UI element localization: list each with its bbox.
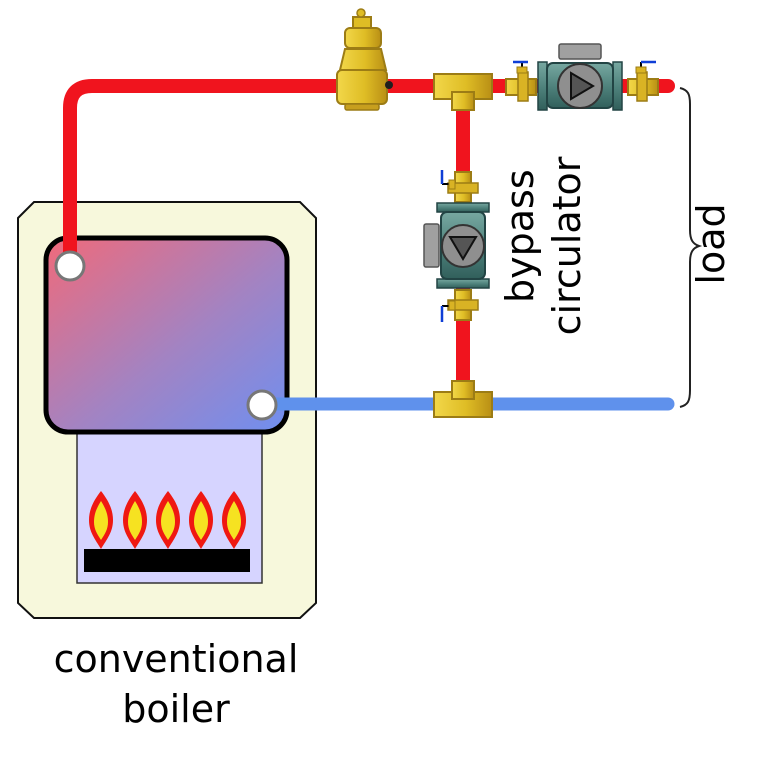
flame-icon xyxy=(222,491,246,549)
load-label: load xyxy=(689,203,733,285)
tee-fitting-icon xyxy=(433,380,493,418)
circulator-pump-icon xyxy=(505,43,659,111)
heat-exchanger xyxy=(43,235,290,435)
circulator-pump-icon xyxy=(423,171,490,321)
ball-valve-icon xyxy=(513,60,528,74)
ball-valve-icon xyxy=(440,300,456,322)
return-connection-icon xyxy=(246,389,278,421)
burner-bar xyxy=(84,549,250,572)
flame-icon xyxy=(156,491,180,549)
flame-icon xyxy=(89,491,113,549)
brace-icon xyxy=(679,87,703,408)
burner-flames xyxy=(89,491,246,549)
air-separator-icon xyxy=(336,8,393,111)
flame-icon xyxy=(123,491,147,549)
supply-connection-icon xyxy=(54,250,86,282)
boiler-label-line-1: conventional xyxy=(53,637,299,681)
ball-valve-icon xyxy=(440,170,456,190)
ball-valve-icon xyxy=(635,60,656,74)
bypass-label: bypass xyxy=(498,169,542,303)
tee-fitting-icon xyxy=(433,73,493,111)
circulator-label: circulator xyxy=(545,156,589,336)
boiler-label-line-2: boiler xyxy=(122,687,230,731)
flame-icon xyxy=(189,491,213,549)
hot-supply-pipe xyxy=(63,79,675,273)
